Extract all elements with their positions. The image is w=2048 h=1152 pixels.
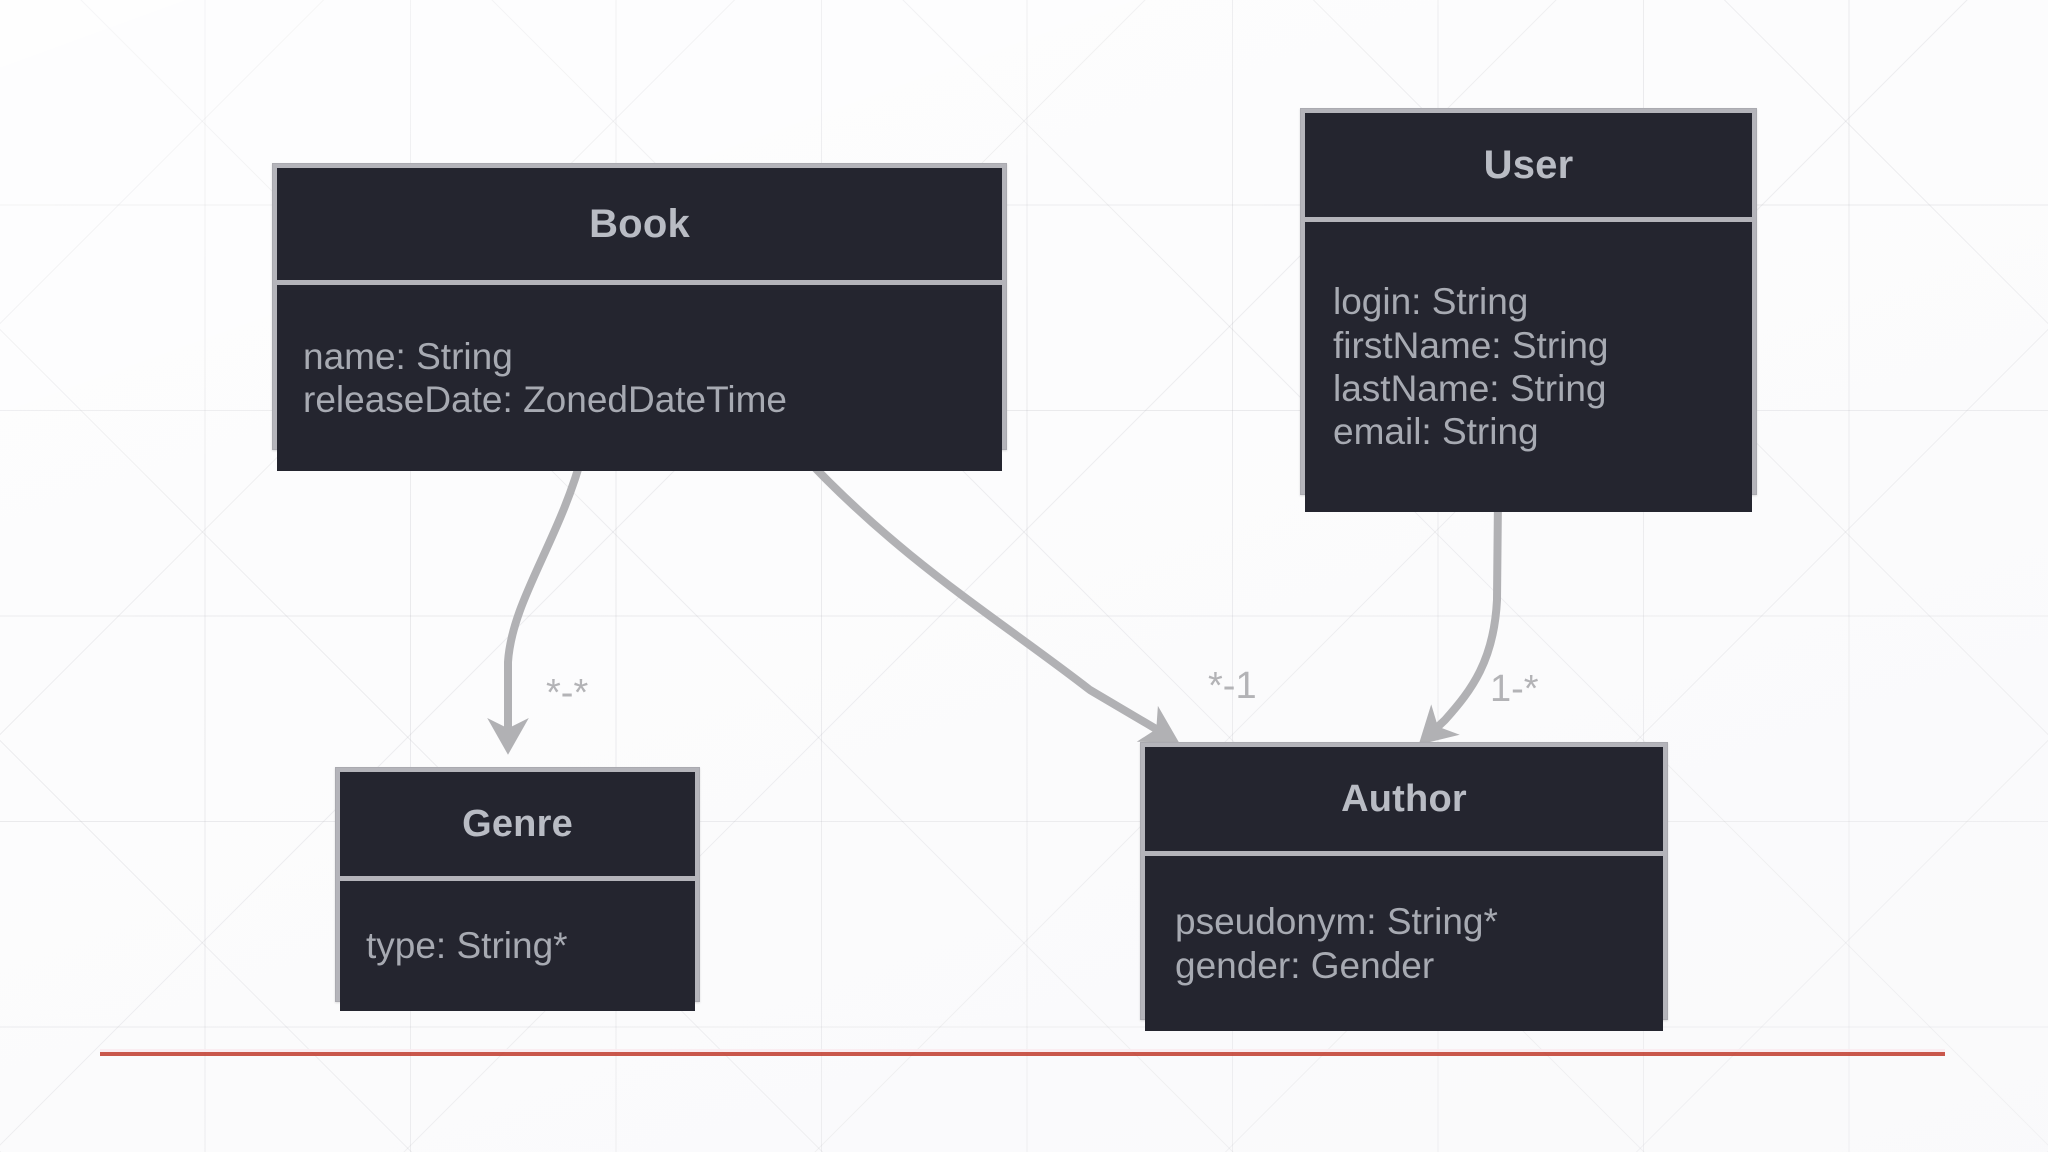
class-attributes-genre: type: String*: [340, 881, 695, 1011]
attribute-row: firstName: String: [1333, 324, 1609, 366]
bottom-rule-highlight: [100, 1049, 1945, 1052]
class-divider-genre: [340, 876, 695, 881]
class-title-book: Book: [277, 168, 1002, 280]
attribute-row: login: String: [1333, 281, 1529, 323]
class-title-user: User: [1305, 113, 1752, 217]
class-divider-author: [1145, 851, 1663, 856]
attribute-row: gender: Gender: [1175, 944, 1435, 986]
edge-label-book-genre: *-*: [546, 672, 589, 714]
class-attributes-user: login: String firstName: String lastName…: [1305, 222, 1752, 512]
uml-class-genre[interactable]: Genre type: String*: [335, 767, 700, 1011]
attribute-row: name: String: [303, 335, 513, 377]
uml-class-user[interactable]: User login: String firstName: String las…: [1300, 108, 1757, 512]
uml-class-author[interactable]: Author pseudonym: String* gender: Gender: [1140, 742, 1668, 1031]
edge-label-user-author: 1-*: [1490, 668, 1539, 710]
attribute-row: type: String*: [366, 925, 568, 967]
uml-class-book[interactable]: Book name: String releaseDate: ZonedDate…: [272, 163, 1007, 471]
class-title-genre: Genre: [340, 772, 695, 876]
bottom-rule-red-line: [100, 1052, 1945, 1056]
class-divider-book: [277, 280, 1002, 285]
edge-label-book-author: *-1: [1208, 665, 1257, 707]
attribute-row: pseudonym: String*: [1175, 901, 1498, 943]
class-title-author: Author: [1145, 747, 1663, 851]
class-attributes-author: pseudonym: String* gender: Gender: [1145, 856, 1663, 1031]
attribute-row: releaseDate: ZonedDateTime: [303, 379, 787, 420]
class-attributes-book: name: String releaseDate: ZonedDateTime: [277, 285, 1002, 471]
attribute-row: email: String: [1333, 411, 1539, 453]
attribute-row: lastName: String: [1333, 368, 1607, 409]
class-divider-user: [1305, 217, 1752, 222]
